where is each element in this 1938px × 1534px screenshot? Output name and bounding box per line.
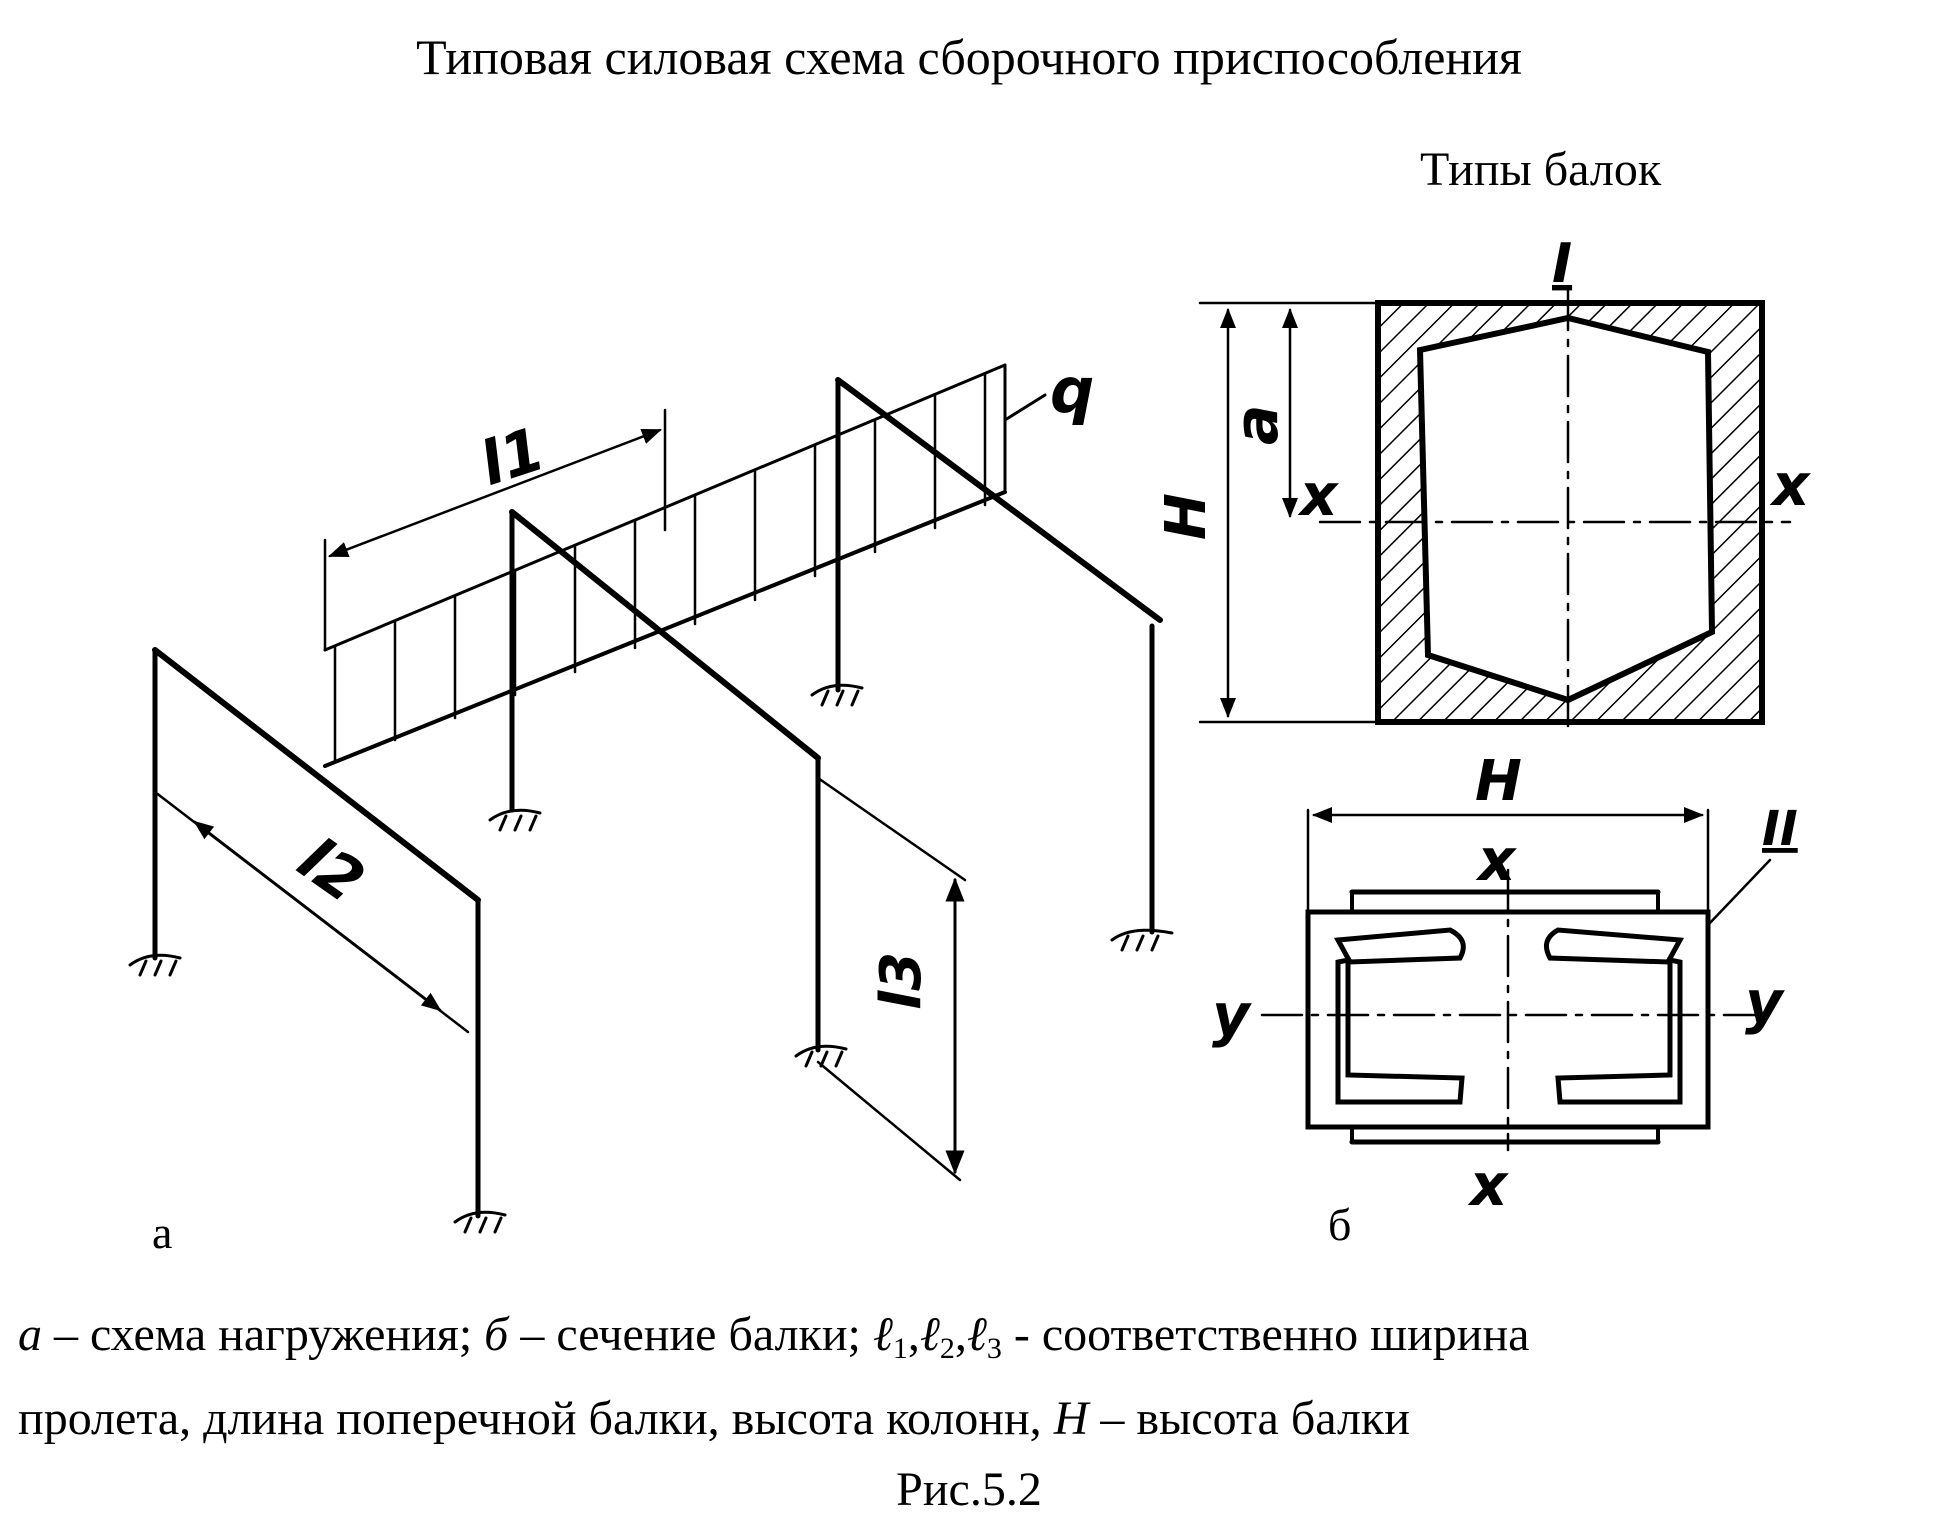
section-I-roman: I [1552,232,1572,295]
section-I-axis-x-right: x [1769,451,1811,519]
caption-line-2-text: пролета, длина поперечной балки, высота … [18,1392,1054,1445]
caption-line-2-end: – высота балки [1088,1392,1410,1445]
dimension-l1 [323,408,667,652]
back-frame [835,377,1163,935]
front-frame [152,647,481,1219]
caption-l-symbol: ℓ [966,1308,987,1361]
figure-caption: а – схема нагружения; б – сечение балки;… [18,1300,1928,1454]
section-II-axis-x-top: x [1475,826,1517,894]
middle-frame [509,509,821,1053]
figure-title: Типовая силовая схема сборочного приспос… [416,29,1522,85]
load-scheme [128,363,1174,1234]
figure-number: Рис.5.2 [896,1463,1042,1516]
caption-H-symbol: H [1053,1392,1089,1445]
caption-line-1: а – схема нагружения; б – сечение балки;… [18,1308,1530,1365]
panel-b-label: б [1328,1199,1351,1250]
beam-types-heading: Типы балок [1420,143,1662,196]
section-II-dim-H: H [1475,749,1522,814]
dimension-l3 [816,776,967,1182]
caption-b-text: – сечение балки; [508,1308,873,1361]
dimension-label-l3: l3 [869,952,934,1010]
caption-sub-2: 2 [939,1332,955,1365]
section-II-roman: II [1762,801,1798,857]
section-I-dim-a: a [1222,405,1292,446]
support-symbols [128,683,1174,1234]
load-label-q: q [1050,354,1094,427]
section-I-axis-x-left: x [1297,461,1339,529]
section-II-axis-y-right: y [1745,968,1785,1036]
section-I-dim-H: H [1154,493,1219,540]
caption-l-symbol: ℓ [872,1308,893,1361]
box-beam-section [1198,288,1792,737]
caption-a-text: – схема нагружения; [42,1308,485,1361]
distributed-load-q [323,363,1047,768]
panel-a-label: а [152,1207,172,1258]
section-II-axis-y-left: y [1212,981,1252,1049]
caption-rest-line-1: - соответственно ширина [1001,1308,1530,1361]
section-II-axis-x-bottom: x [1467,1151,1509,1219]
channel-beam-section [1260,807,1772,1152]
caption-line-2: пролета, длина поперечной балки, высота … [18,1384,1928,1454]
caption-b-symbol: б [484,1308,509,1361]
caption-l-symbol: ℓ [919,1308,940,1361]
caption-a-symbol: а [18,1308,42,1361]
caption-sub-1: 1 [892,1332,908,1365]
caption-sub-3: 3 [986,1332,1002,1365]
dimension-label-l1: l1 [472,414,553,500]
